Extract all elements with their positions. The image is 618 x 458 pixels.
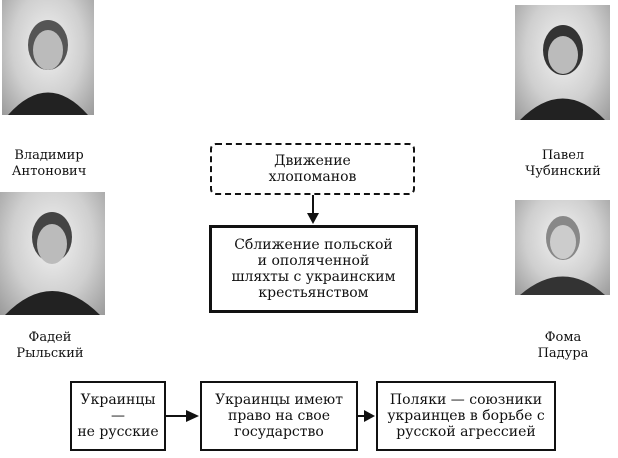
portrait-padura <box>515 200 610 295</box>
chain-box-1: Украинцы —не русские <box>70 381 166 451</box>
arrow-right-icon <box>166 410 199 422</box>
portrait-rylsky <box>0 192 105 315</box>
arrow-down-icon <box>307 195 319 224</box>
portrait-antonovich <box>2 0 94 115</box>
arrow-right-icon <box>358 410 375 422</box>
portrait-chubinsky <box>515 5 610 120</box>
